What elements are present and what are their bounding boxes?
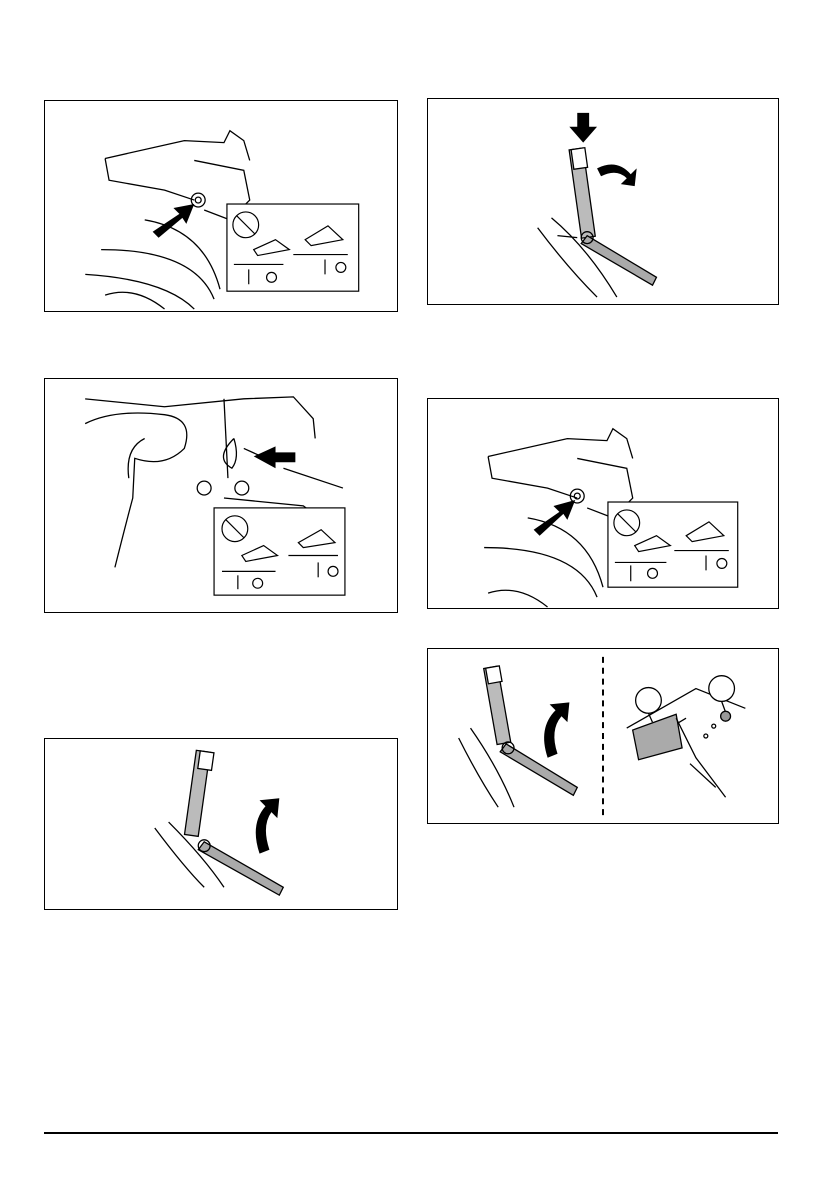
illustration-hand-pin — [45, 379, 397, 612]
illustration-lever-down — [428, 99, 778, 304]
decal-icon — [227, 204, 359, 291]
figure-lever-press-down — [427, 98, 779, 305]
figure-lever-pull-up — [44, 738, 398, 910]
arrow-icon — [534, 500, 576, 536]
figure-hood-ring-pull — [44, 100, 398, 312]
footer-rule — [44, 1132, 778, 1134]
decal-icon — [214, 508, 345, 595]
illustration-hood-ring-2 — [428, 399, 778, 608]
illustration-lever-up — [45, 739, 397, 909]
arrow-icon — [153, 204, 195, 238]
arrow-icon — [544, 702, 569, 757]
arrow-icon — [256, 798, 280, 853]
illustration-hood-ring — [45, 101, 397, 311]
figure-lever-pedal-detail — [427, 648, 779, 824]
figure-hand-wire-pin — [44, 378, 398, 613]
arrow-icon — [254, 446, 296, 468]
decal-icon — [608, 502, 738, 587]
illustration-lever-pedal — [428, 649, 778, 823]
figure-hood-ring-pull-2 — [427, 398, 779, 609]
